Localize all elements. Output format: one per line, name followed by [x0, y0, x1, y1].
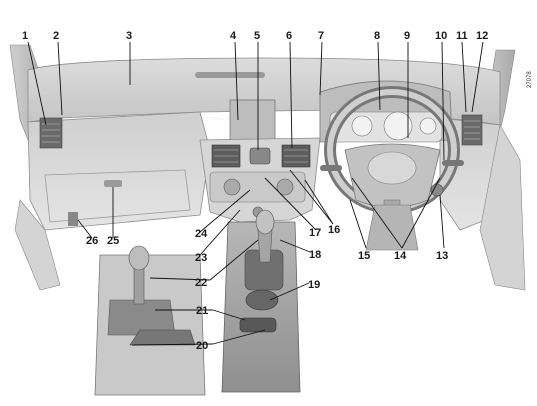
control-knob-left: [223, 178, 241, 196]
callout-9: 9: [404, 30, 410, 42]
callout-25: 25: [107, 235, 119, 247]
gear-lever: [257, 229, 273, 263]
callout-26: 26: [86, 235, 98, 247]
callout-23: 23: [195, 252, 207, 264]
callout-17: 17: [309, 227, 321, 239]
figure-reference-code: 27078: [527, 71, 533, 88]
leader-lines: [27, 41, 484, 346]
cup-holder: [239, 317, 277, 333]
callout-7: 7: [318, 30, 324, 42]
callout-6: 6: [286, 30, 292, 42]
dashboard-lower: [27, 111, 211, 231]
callout-10: 10: [435, 30, 447, 42]
callout-11: 11: [456, 30, 468, 42]
bonnet-release: [68, 212, 78, 226]
left-door: [14, 199, 61, 291]
steering-wheel: [324, 86, 460, 223]
lighting-stalk: [320, 165, 342, 171]
central-display: [229, 99, 276, 141]
callout-8: 8: [374, 30, 380, 42]
hazard-switch: [249, 147, 271, 165]
glovebox-outline: [44, 169, 191, 223]
callout-19: 19: [308, 279, 320, 291]
callout-1: 1: [22, 30, 28, 42]
callout-4: 4: [230, 30, 237, 42]
callout-labels: 1 2 3 4 5 6 7 8 9 10 11 12 13 14 15 16 1…: [22, 30, 488, 352]
wiper-stalk: [442, 160, 464, 166]
callout-2: 2: [53, 30, 59, 42]
defrost-vent: [195, 72, 265, 78]
callout-3: 3: [126, 30, 132, 42]
callout-20: 20: [196, 340, 208, 352]
callout-16: 16: [328, 224, 340, 236]
right-door: [479, 124, 526, 291]
callout-21: 21: [196, 305, 208, 317]
callout-14: 14: [394, 250, 407, 262]
start-button: [430, 183, 444, 197]
rev-counter: [351, 115, 373, 137]
steering-column: [365, 204, 419, 251]
callout-15: 15: [358, 250, 370, 262]
callout-13: 13: [436, 250, 448, 262]
manual-gearbox-inset: [94, 245, 206, 396]
callout-24: 24: [195, 228, 208, 240]
callout-22: 22: [195, 277, 207, 289]
control-knob-right: [276, 178, 294, 196]
callout-5: 5: [254, 30, 260, 42]
right-side-vent: [461, 114, 483, 146]
speedometer: [383, 111, 413, 141]
parking-brake-control: [245, 289, 279, 311]
callout-18: 18: [309, 249, 321, 261]
callout-12: 12: [476, 30, 488, 42]
glovebox-handle: [104, 180, 122, 187]
left-side-vent: [39, 117, 63, 149]
fuel-gauge: [419, 117, 437, 135]
gear-knob: [255, 209, 275, 235]
